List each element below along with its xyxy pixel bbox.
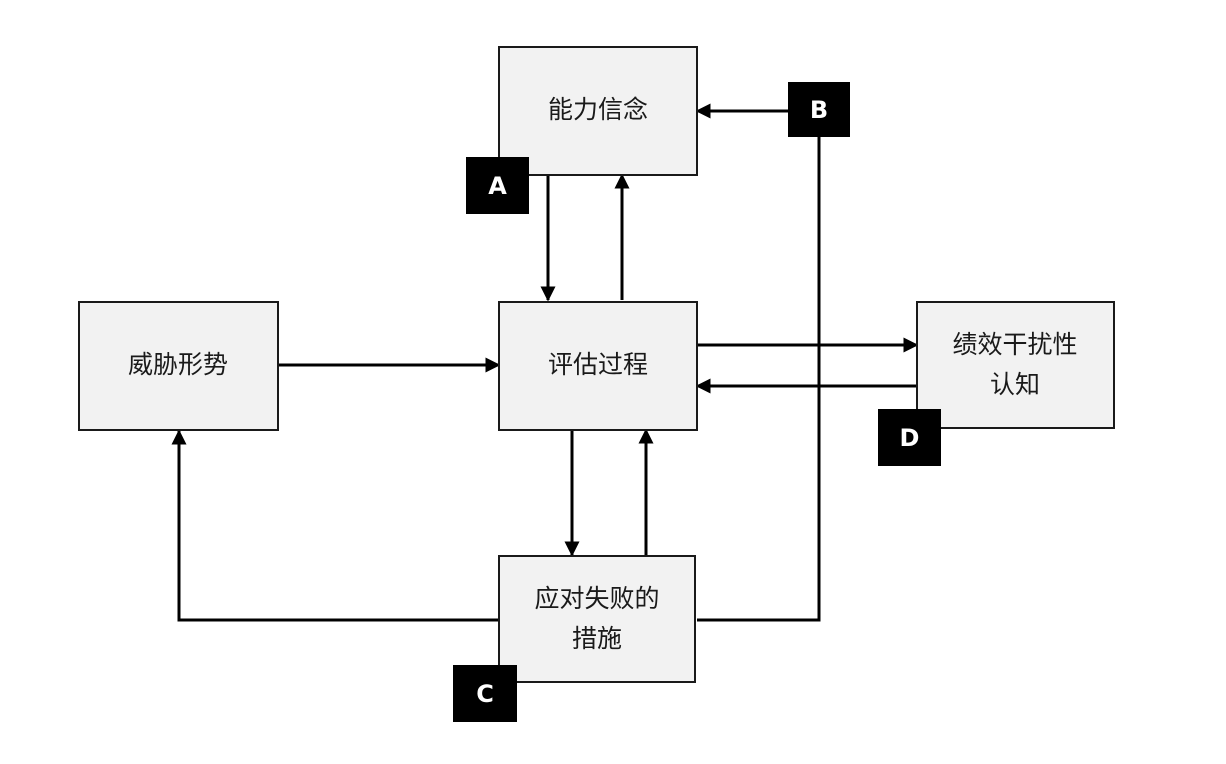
edges bbox=[171, 103, 919, 622]
edge-coping-to-b bbox=[697, 136, 821, 622]
marker-b: B bbox=[788, 82, 850, 137]
node-coping-label-line2: 措施 bbox=[572, 624, 622, 653]
node-coping-label-line1: 应对失败的 bbox=[534, 584, 659, 613]
node-ability-belief: 能力信念 bbox=[498, 46, 698, 176]
node-performance-label-line1: 绩效干扰性 bbox=[952, 330, 1077, 359]
node-appraisal: 评估过程 bbox=[498, 301, 698, 431]
marker-d: D bbox=[878, 409, 941, 466]
node-performance-label-line2: 认知 bbox=[990, 370, 1040, 399]
marker-c: C bbox=[453, 665, 517, 722]
node-coping: 应对失败的 措施 bbox=[498, 555, 696, 683]
marker-c-label: C bbox=[476, 680, 494, 708]
node-threat: 威胁形势 bbox=[78, 301, 279, 431]
marker-d-label: D bbox=[900, 424, 920, 452]
node-threat-label: 威胁形势 bbox=[128, 350, 228, 379]
node-performance: 绩效干扰性 认知 bbox=[916, 301, 1115, 429]
marker-a: A bbox=[466, 157, 529, 214]
marker-b-label: B bbox=[810, 96, 828, 124]
marker-a-label: A bbox=[488, 172, 507, 200]
node-ability-belief-label: 能力信念 bbox=[548, 95, 648, 124]
node-appraisal-label: 评估过程 bbox=[548, 350, 648, 379]
edge-coping-to-threat bbox=[171, 429, 499, 622]
